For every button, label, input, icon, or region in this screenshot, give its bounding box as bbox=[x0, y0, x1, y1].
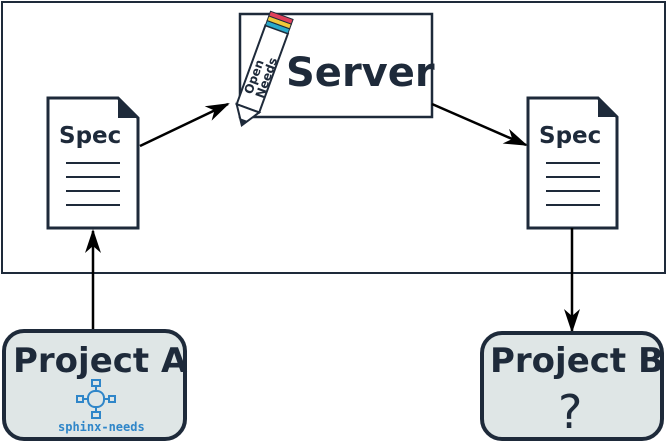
project-a-label: Project A bbox=[13, 341, 188, 381]
arrow-server-to-spec bbox=[431, 102, 528, 147]
open-needs-pencil-icon: Open Needs bbox=[235, 10, 294, 127]
question-mark-icon: ? bbox=[558, 385, 582, 439]
sphinx-needs-logo-icon bbox=[76, 379, 116, 419]
spec-document-left: Spec bbox=[46, 96, 140, 230]
spec-left-lines bbox=[66, 162, 120, 206]
pencil-stripe-3 bbox=[268, 10, 294, 25]
project-b-box bbox=[480, 331, 664, 441]
spec-right-label: Spec bbox=[539, 123, 601, 149]
server-node: Server Open Needs bbox=[235, 10, 435, 127]
server-label: Server bbox=[286, 50, 435, 96]
arrow-spec-to-server bbox=[139, 102, 230, 148]
spec-document-right: Spec bbox=[526, 96, 619, 230]
project-b-label: Project B bbox=[490, 341, 664, 381]
project-b-node: Project B ? bbox=[480, 331, 664, 441]
project-a-node: Project A sphinx-needs bbox=[2, 329, 188, 441]
spec-right-lines bbox=[546, 162, 600, 206]
spec-left-label: Spec bbox=[59, 123, 121, 149]
sphinx-needs-logo-text: sphinx-needs bbox=[58, 420, 145, 434]
